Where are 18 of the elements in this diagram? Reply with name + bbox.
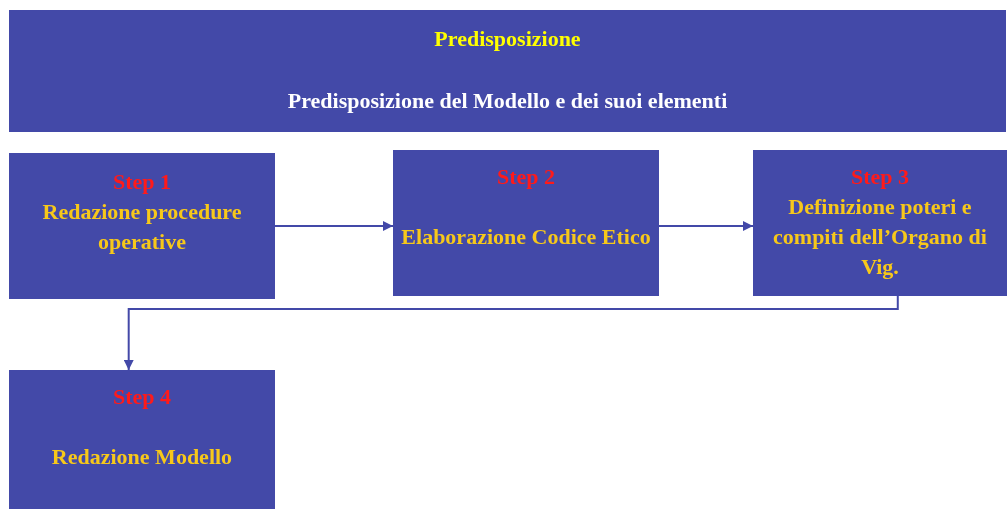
banner-subtitle: Predisposizione del Modello e dei suoi elementi — [286, 87, 729, 115]
step-number: Step 3 — [849, 163, 911, 191]
arrow — [658, 221, 754, 231]
arrow — [274, 221, 394, 231]
step-number: Step 4 — [111, 383, 173, 411]
process-box — [9, 153, 275, 299]
step-number: Step 1 — [111, 168, 173, 196]
step-description: Redazione procedure operative — [41, 198, 243, 256]
header-banner — [9, 10, 1006, 132]
step-number: Step 2 — [495, 163, 557, 191]
step-description: Definizione poteri e compiti dell’Organo di Vig. — [772, 193, 988, 281]
step-description: Redazione Modello — [50, 443, 234, 471]
process-box — [393, 150, 659, 296]
process-box — [9, 370, 275, 509]
arrow — [123, 295, 899, 371]
process-box — [753, 150, 1007, 296]
step-description: Elaborazione Codice Etico — [400, 223, 652, 251]
banner-title: Predisposizione — [433, 25, 582, 53]
